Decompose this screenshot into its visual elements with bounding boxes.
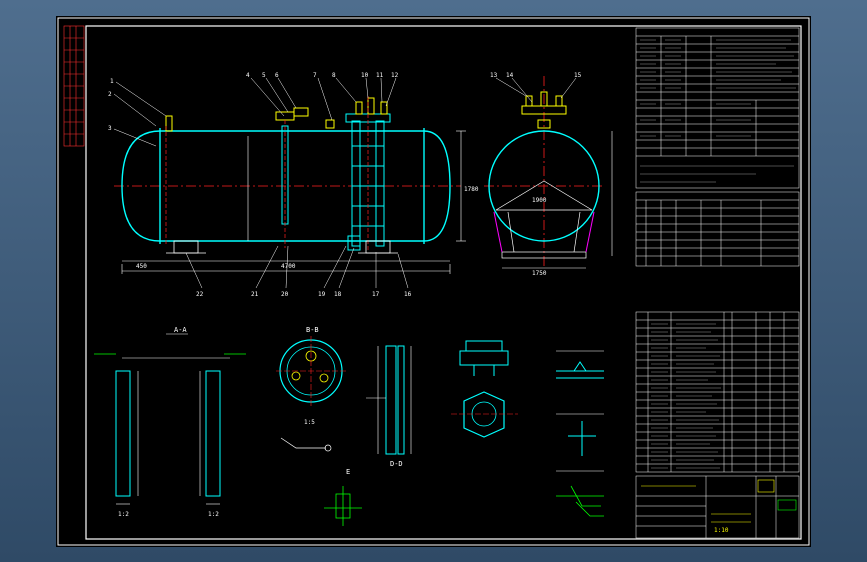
leader-number-2: 2 <box>108 91 112 98</box>
saddle-pads <box>493 211 595 253</box>
scale-label-1: 1:2 <box>118 511 129 518</box>
hex-nut <box>463 391 505 438</box>
leader-number-7: 7 <box>313 72 317 79</box>
scale-label-3: 1:5 <box>304 419 315 426</box>
leader-number-11: 11 <box>376 72 384 79</box>
leader-lines-top <box>113 77 409 289</box>
leader-number-12: 12 <box>391 72 399 79</box>
leader-number-18: 18 <box>334 291 342 298</box>
leader-number-6: 6 <box>275 72 279 79</box>
title-block-scale: 1:10 <box>714 527 729 534</box>
section-bb-title: B-B <box>306 326 319 334</box>
leader-number-22: 22 <box>196 291 204 298</box>
dim-vessel-height: 1780 <box>464 186 479 193</box>
internal-parts <box>281 113 391 251</box>
nozzle-table <box>635 191 800 267</box>
outer-border <box>57 17 810 546</box>
side-leaders <box>495 77 577 103</box>
side-view: 1750 1900 13 14 15 <box>484 72 613 277</box>
vessel-shell <box>121 128 451 244</box>
section-aa-title: A-A <box>174 326 187 334</box>
leader-number-20: 20 <box>281 291 289 298</box>
leader-number-5: 5 <box>262 72 266 79</box>
leader-number-8: 8 <box>332 72 336 79</box>
drawing-sheet: 4700 450 1780 1 2 3 4 5 6 <box>56 16 811 547</box>
inner-border <box>85 25 802 540</box>
leader-number-1: 1 <box>110 78 114 85</box>
engineering-drawing: 4700 450 1780 1 2 3 4 5 6 <box>57 17 810 546</box>
dim-base-width: 1750 <box>532 270 547 277</box>
dim-left-offset: 450 <box>136 263 147 270</box>
dim-overall-length: 4700 <box>281 263 296 270</box>
section-dd: D-D <box>366 345 412 468</box>
dim-diameter: 1900 <box>532 197 547 204</box>
parts-list-fill <box>651 323 721 469</box>
leader-number-17: 17 <box>372 291 380 298</box>
leader-number-15: 15 <box>574 72 582 79</box>
weld-details <box>556 350 604 517</box>
view-e: E <box>324 468 362 526</box>
title-block-marks <box>641 479 797 523</box>
scale-label-2: 1:2 <box>208 511 219 518</box>
saddle-side <box>495 180 593 259</box>
leader-number-21: 21 <box>251 291 259 298</box>
detail-flange <box>451 340 518 438</box>
parts-list-table <box>635 311 800 473</box>
leader-number-19: 19 <box>318 291 326 298</box>
revision-strip <box>63 25 85 147</box>
top-nozzles-side <box>521 91 567 129</box>
leader-number-3: 3 <box>108 125 112 132</box>
leader-number-4: 4 <box>246 72 250 79</box>
leader-number-13: 13 <box>490 72 498 79</box>
design-data-table <box>635 27 800 189</box>
shell-circle <box>488 130 600 242</box>
side-dimensions <box>502 131 613 269</box>
section-dd-title: D-D <box>390 460 403 468</box>
leader-number-14: 14 <box>506 72 514 79</box>
internal-centerlines <box>165 96 369 252</box>
front-dimensions <box>121 130 466 274</box>
leader-number-16: 16 <box>404 291 412 298</box>
section-aa: A-A 1:2 1:2 <box>94 326 246 518</box>
title-block <box>635 475 800 539</box>
front-view: 4700 450 1780 1 2 3 4 5 6 <box>108 72 479 298</box>
design-data-table-fill <box>640 39 796 183</box>
view-e-title: E <box>346 468 350 476</box>
leader-number-10: 10 <box>361 72 369 79</box>
section-bb: B-B 1:5 <box>276 326 346 452</box>
saddles <box>166 240 398 254</box>
